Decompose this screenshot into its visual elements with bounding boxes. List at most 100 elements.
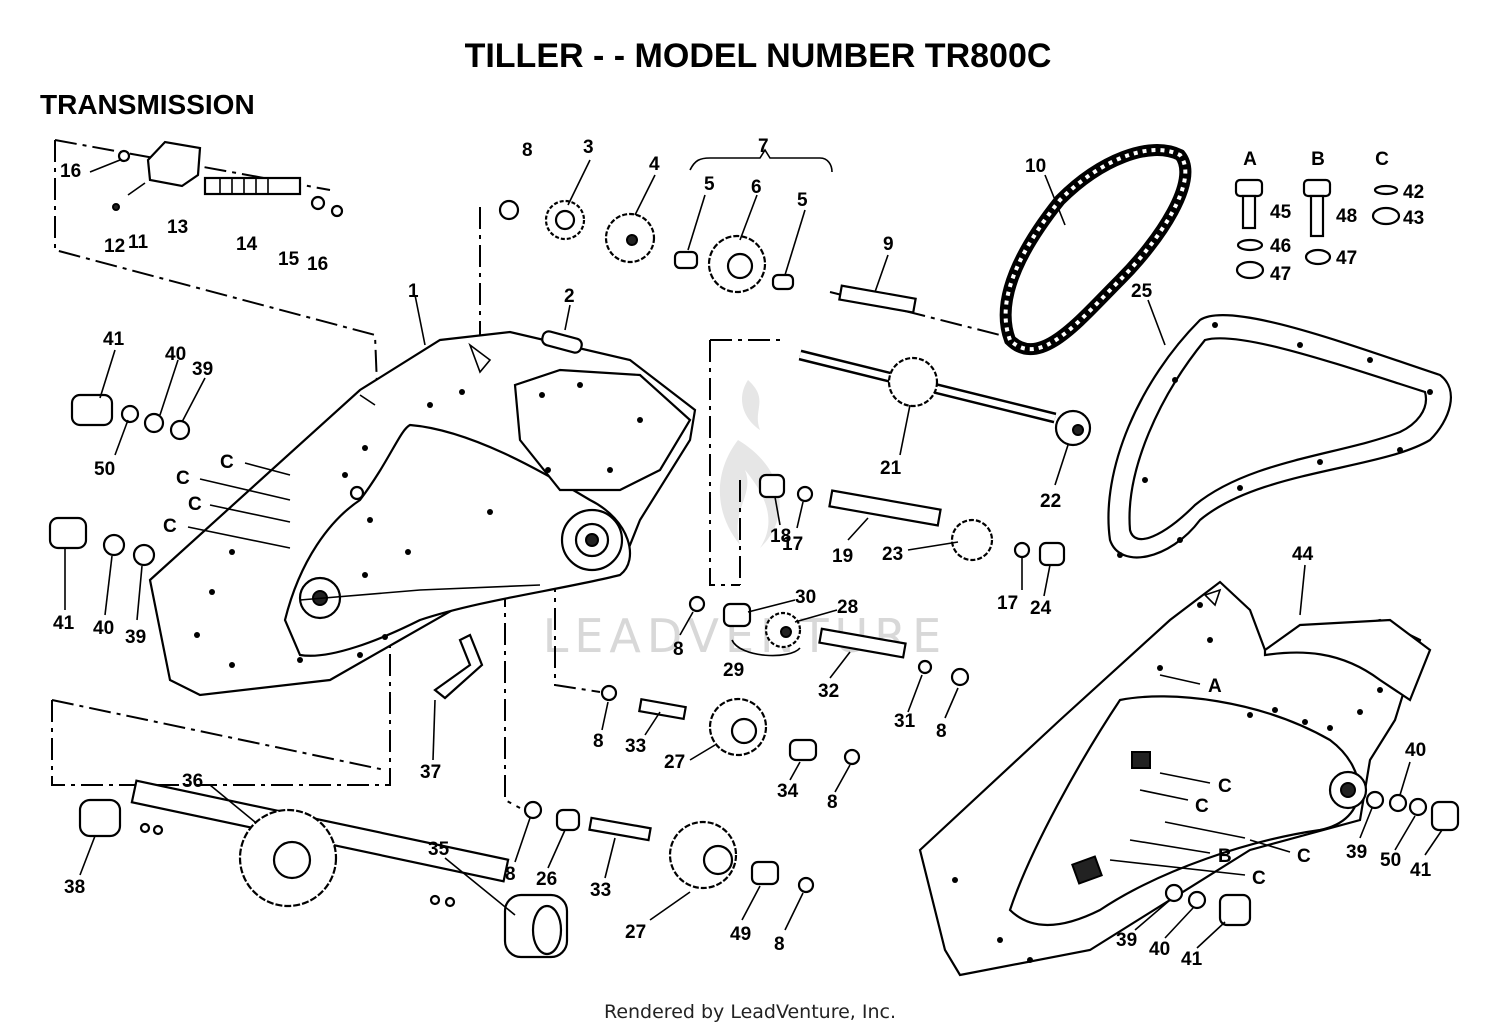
intermediate-shaft (758, 473, 1066, 567)
legend-col-b: B (1311, 149, 1325, 170)
callout-8: 8 (936, 721, 947, 742)
callout-8: 8 (593, 731, 604, 752)
callout-1: 1 (408, 281, 419, 302)
callout-7: 7 (758, 136, 769, 157)
callout-36: 36 (182, 771, 203, 792)
callout-35: 35 (428, 839, 450, 860)
right-seals (1164, 790, 1460, 927)
callout-11: 11 (128, 232, 149, 253)
bolt-a-icon (1234, 178, 1264, 198)
gasket (1107, 313, 1452, 559)
legend-b-1: 47 (1336, 248, 1357, 269)
upper-gears (498, 199, 917, 314)
callout-17: 17 (782, 534, 803, 555)
callout-33: 33 (625, 736, 646, 757)
callout-22: 22 (1040, 491, 1061, 512)
section-title: TRANSMISSION (40, 89, 255, 120)
callout-8: 8 (505, 864, 516, 885)
callout-16: 16 (307, 254, 328, 275)
callout-leaders (64, 148, 1443, 949)
callout-5: 5 (704, 174, 715, 195)
callout-29: 29 (723, 660, 744, 681)
callout-40: 40 (1405, 740, 1426, 761)
legend-a-2: 47 (1270, 264, 1291, 285)
callout-25: 25 (1131, 281, 1153, 302)
callout-2: 2 (564, 286, 575, 307)
callout-50: 50 (1380, 850, 1401, 871)
callout-39: 39 (1116, 930, 1137, 951)
callout-4: 4 (649, 154, 660, 175)
legend-c-0: 42 (1403, 182, 1424, 203)
nut-icon (1235, 260, 1265, 280)
nut-icon (1304, 248, 1332, 266)
marker-c: C (188, 494, 202, 515)
callout-28: 28 (837, 597, 858, 618)
marker-c: C (220, 452, 234, 473)
callout-18: 18 (770, 526, 791, 547)
marker-c: C (1195, 796, 1209, 817)
gear-27-lower-assembly (523, 800, 815, 894)
marker-a: A (1208, 676, 1222, 697)
callout-26: 26 (536, 869, 557, 890)
callout-30: 30 (795, 587, 816, 608)
callout-27: 27 (625, 922, 646, 943)
callout-37: 37 (420, 762, 441, 783)
callout-39: 39 (125, 627, 146, 648)
washer-icon (1373, 184, 1399, 196)
legend-a-0: 45 (1270, 202, 1292, 223)
callout-5: 5 (797, 190, 808, 211)
callout-8: 8 (827, 792, 838, 813)
washer-icon (1236, 238, 1264, 252)
callout-3: 3 (583, 137, 594, 158)
callout-15: 15 (278, 249, 300, 270)
marker-c: C (1252, 868, 1266, 889)
output-shaft (798, 349, 1092, 447)
callout-32: 32 (818, 681, 839, 702)
callout-21: 21 (880, 458, 902, 479)
legend-c-1: 43 (1403, 208, 1424, 229)
callout-6: 6 (751, 177, 762, 198)
callout-33: 33 (590, 880, 611, 901)
callout-31: 31 (894, 711, 916, 732)
callout-8: 8 (774, 934, 785, 955)
callout-24: 24 (1030, 598, 1052, 619)
legend-b-0: 48 (1336, 206, 1357, 227)
marker-c: C (176, 468, 190, 489)
callout-34: 34 (777, 781, 799, 802)
legend-col-c: C (1375, 149, 1389, 170)
left-seals (48, 393, 191, 567)
legend-a-1: 46 (1270, 236, 1291, 257)
callout-50: 50 (94, 459, 115, 480)
bolt-b-icon (1302, 178, 1332, 198)
callout-40: 40 (1149, 939, 1170, 960)
legend-col-a: A (1243, 149, 1257, 170)
transmission-housing-right (918, 580, 1432, 977)
callout-10: 10 (1025, 156, 1046, 177)
callout-14: 14 (236, 234, 258, 255)
callout-8: 8 (673, 639, 684, 660)
callout-39: 39 (1346, 842, 1367, 863)
callout-12: 12 (104, 236, 125, 257)
callout-41: 41 (53, 613, 75, 634)
drive-chain (999, 144, 1192, 356)
callout-41: 41 (103, 329, 125, 350)
callout-27: 27 (664, 752, 685, 773)
callout-44: 44 (1292, 544, 1314, 565)
footer-credit: Rendered by LeadVenture, Inc. (604, 1001, 896, 1023)
marker-c: C (1297, 846, 1311, 867)
callout-numbers: 16 12 11 13 14 15 16 1 2 8 3 4 7 5 6 5 9… (53, 136, 1432, 970)
callout-49: 49 (730, 924, 751, 945)
shifter-assembly (112, 140, 344, 218)
callout-41: 41 (1410, 860, 1432, 881)
marker-c: C (1218, 776, 1232, 797)
fastener-markers: C C C C A C C C B C (163, 452, 1311, 889)
callout-9: 9 (883, 234, 894, 255)
cluster-gear-assembly (688, 595, 970, 687)
callout-8: 8 (522, 140, 533, 161)
axle-assembly (78, 779, 569, 959)
callout-41: 41 (1181, 949, 1203, 970)
callout-13: 13 (167, 217, 188, 238)
callout-39: 39 (192, 359, 213, 380)
gear-27-upper-assembly (600, 684, 861, 766)
